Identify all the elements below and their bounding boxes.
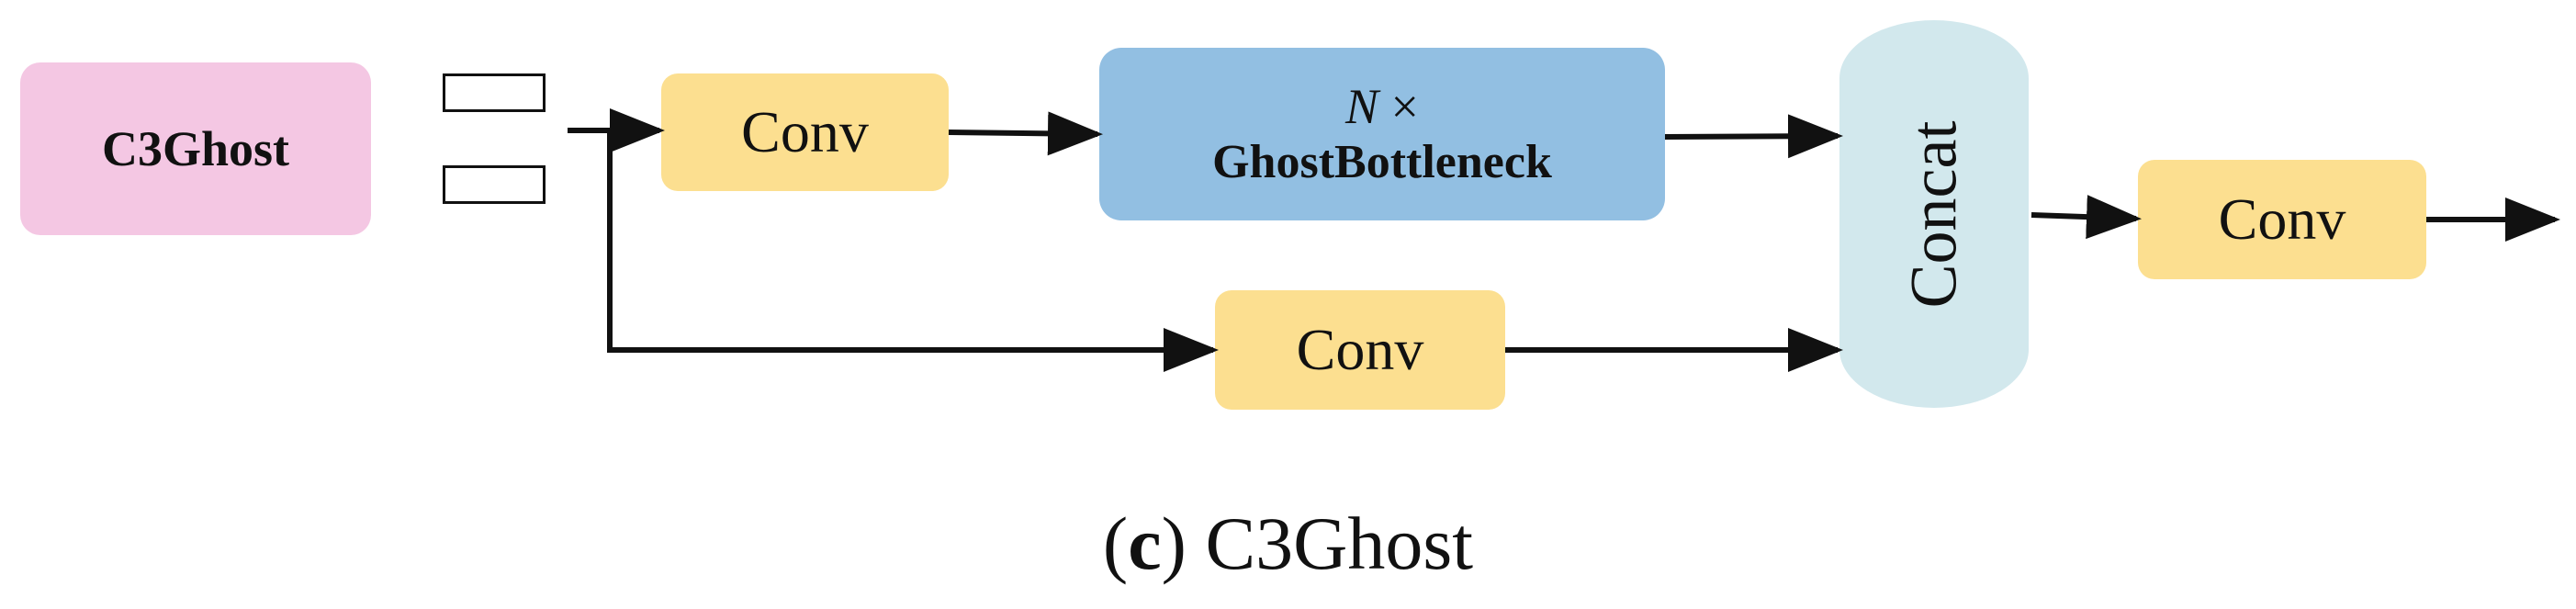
c3ghost-block: C3Ghost <box>20 62 371 235</box>
ghost-repeat-op: × <box>1378 79 1419 135</box>
conv-top-label: Conv <box>741 99 869 164</box>
arrow-ghost-to-concat <box>1664 114 1843 159</box>
figure-caption: (c) C3Ghost <box>0 501 2576 587</box>
input-tensor-rect-top <box>443 73 546 112</box>
concat-block: Concat <box>1839 20 2029 408</box>
conv-top-block: Conv <box>661 73 949 191</box>
arrow-conv-top-to-ghost <box>948 111 1103 156</box>
conv-bottom-label: Conv <box>1296 317 1424 382</box>
arrow-concat-to-conv-out <box>2030 195 2142 240</box>
ghost-repeat-label: N × <box>1345 78 1419 135</box>
caption-letter: c <box>1128 502 1162 585</box>
caption-open-paren: ( <box>1102 502 1129 585</box>
conv-output-block: Conv <box>2138 160 2426 279</box>
caption-text: C3Ghost <box>1186 502 1474 585</box>
input-tensor-rect-bottom <box>443 165 546 204</box>
conv-bottom-block: Conv <box>1215 290 1505 410</box>
c3ghost-label: C3Ghost <box>101 121 290 176</box>
arrow-branch-to-conv-bottom <box>607 130 1219 372</box>
caption-close-paren: ) <box>1161 502 1187 585</box>
ghost-bottleneck-label: GhostBottleneck <box>1212 136 1552 189</box>
ghost-bottleneck-block: N × GhostBottleneck <box>1099 48 1665 220</box>
conv-output-label: Conv <box>2218 186 2346 252</box>
ghost-repeat-var: N <box>1345 79 1379 135</box>
